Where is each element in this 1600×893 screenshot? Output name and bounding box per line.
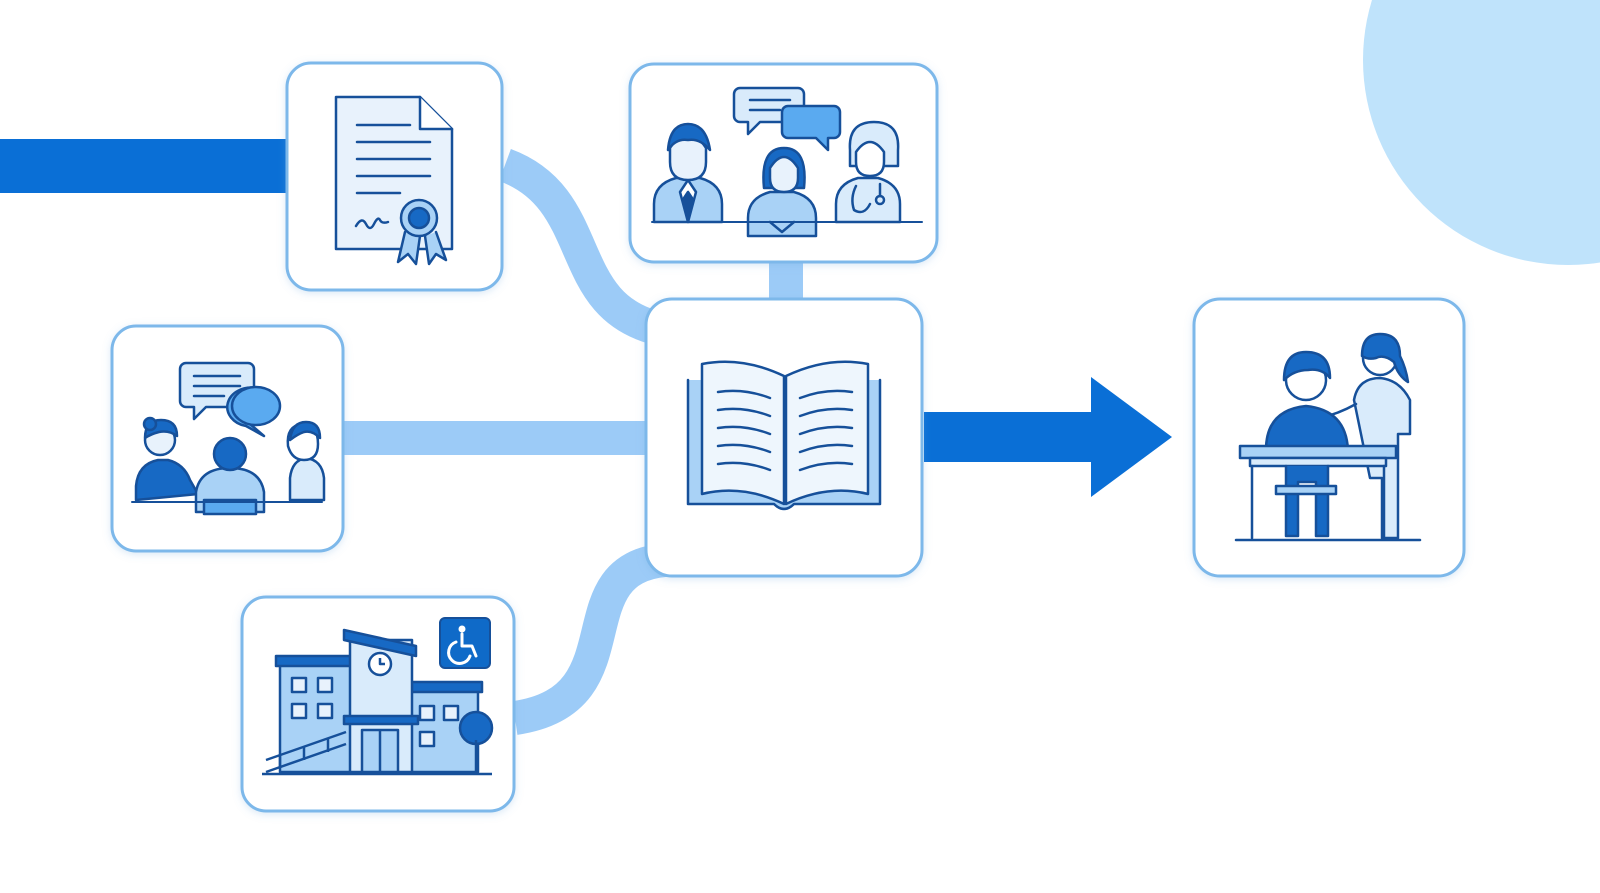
certificate-icon [334, 95, 454, 266]
student-support-icon [1234, 332, 1422, 542]
group-discussion-icon [131, 361, 326, 516]
connectors [344, 149, 803, 735]
incoming-bar [0, 139, 300, 193]
corner-decoration [1363, 0, 1600, 265]
edge-school-guide [511, 543, 668, 735]
node-team [628, 62, 939, 264]
node-school [240, 595, 516, 813]
professionals-team-icon [651, 86, 923, 238]
arrow-guide-to-support [924, 377, 1172, 497]
wheelchair-accessibility-icon [439, 617, 491, 669]
node-discussion [110, 324, 345, 553]
node-certificate [285, 61, 504, 292]
node-guide [644, 297, 924, 578]
accessible-school-building-icon [262, 628, 494, 776]
edge-certificate-guide [498, 149, 669, 347]
open-book-icon [686, 360, 882, 511]
node-support [1192, 297, 1466, 578]
